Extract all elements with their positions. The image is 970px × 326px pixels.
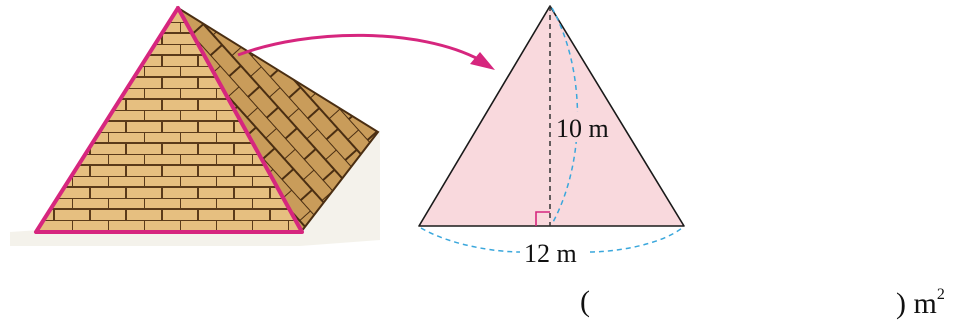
answer-unit: ) m2	[896, 287, 945, 319]
answer-open-paren: (	[580, 285, 590, 318]
height-label: 10 m	[556, 114, 609, 143]
answer-unit-base: m	[913, 287, 937, 320]
transfer-arrow-head	[470, 52, 495, 70]
right-angle-mark	[535, 211, 550, 226]
pyramid-shadow	[10, 130, 380, 246]
base-dimension-arc-left	[420, 227, 521, 253]
base-dimension-arc-right	[589, 227, 683, 253]
answer-unit-exponent: 2	[936, 286, 945, 303]
height-label-bg	[553, 112, 611, 142]
pyramid-front-outline	[34, 6, 304, 234]
triangle-face	[418, 5, 685, 227]
transfer-arrow	[237, 33, 481, 62]
answer-close-paren: )	[896, 287, 906, 320]
pyramid-front-face	[36, 8, 302, 232]
base-label: 12 m	[524, 239, 577, 268]
